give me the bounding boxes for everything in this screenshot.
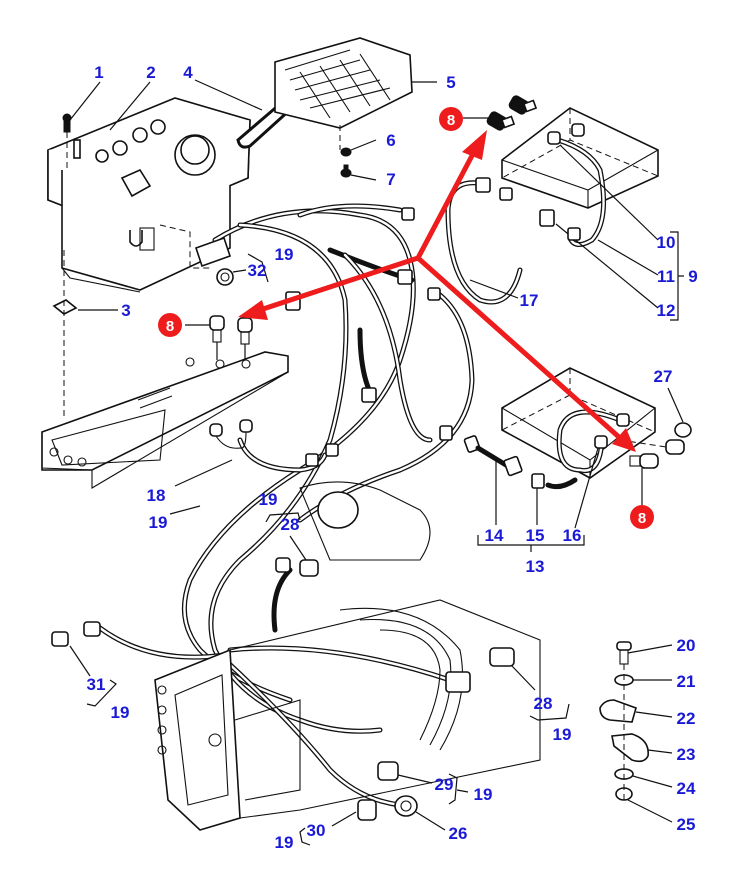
arrow-head-top xyxy=(462,130,487,160)
callout-14[interactable]: 14 xyxy=(485,526,504,545)
callout-2[interactable]: 2 xyxy=(146,63,155,82)
clamp-part-23 xyxy=(611,733,673,763)
callout-9[interactable]: 9 xyxy=(688,267,697,286)
callout-26[interactable]: 26 xyxy=(449,824,468,843)
arrow-stem xyxy=(415,147,478,261)
callout-28-upper[interactable]: 28 xyxy=(281,515,300,534)
callout-16[interactable]: 16 xyxy=(563,526,582,545)
callout-32[interactable]: 32 xyxy=(248,261,267,280)
callout-badge-8-top[interactable]: 8 xyxy=(439,107,463,131)
callout-19-upper[interactable]: 19 xyxy=(275,245,294,264)
arrow-stem xyxy=(415,255,623,441)
clamp-part-22 xyxy=(599,699,673,723)
sensor-part-30 xyxy=(299,799,377,846)
callout-19-28b[interactable]: 19 xyxy=(553,725,572,744)
callout-12[interactable]: 12 xyxy=(657,301,676,320)
callout-25[interactable]: 25 xyxy=(677,815,696,834)
wiring-harness xyxy=(97,177,581,808)
sensor-part-29 xyxy=(377,761,469,805)
callout-17[interactable]: 17 xyxy=(520,291,539,310)
washer-part-6 xyxy=(340,139,377,157)
callout-11[interactable]: 11 xyxy=(657,267,675,286)
callout-28-lower[interactable]: 28 xyxy=(534,694,553,713)
callout-19-29[interactable]: 19 xyxy=(474,785,493,804)
seal-part-26 xyxy=(394,795,446,831)
callout-23[interactable]: 23 xyxy=(677,745,696,764)
arrow-stem xyxy=(257,255,421,313)
callout-29[interactable]: 29 xyxy=(435,775,454,794)
callout-7[interactable]: 7 xyxy=(386,170,395,189)
nut-part-25 xyxy=(615,787,673,823)
callout-19-30[interactable]: 19 xyxy=(275,833,294,852)
console-plate xyxy=(41,351,289,489)
wire-part-18 xyxy=(169,419,253,515)
callout-3[interactable]: 3 xyxy=(121,301,130,320)
control-module-part-5 xyxy=(274,37,437,150)
svg-text:8: 8 xyxy=(166,318,174,335)
connector-part-14 xyxy=(463,435,523,525)
callout-19-28[interactable]: 19 xyxy=(259,490,278,509)
connector-part-15 xyxy=(531,473,545,525)
callout-10[interactable]: 10 xyxy=(657,233,676,252)
bolt-part-20 xyxy=(616,641,673,665)
callout-27[interactable]: 27 xyxy=(654,367,673,386)
callout-21[interactable]: 21 xyxy=(677,672,696,691)
svg-text:8: 8 xyxy=(447,112,455,129)
callout-badge-8-left[interactable]: 8 xyxy=(158,313,182,337)
callout-18[interactable]: 18 xyxy=(147,486,166,505)
callout-badge-8-right[interactable]: 8 xyxy=(630,505,654,529)
arrow-head-left xyxy=(238,300,268,320)
callout-1[interactable]: 1 xyxy=(94,63,103,82)
switch-part-8-bottom xyxy=(619,439,685,508)
callout-6[interactable]: 6 xyxy=(386,131,395,150)
control-panel-part-2 xyxy=(47,97,251,293)
callout-19-mid[interactable]: 19 xyxy=(149,513,168,532)
arrow-head-right xyxy=(612,428,636,452)
callout-labels: 1 2 3 4 5 6 7 9 10 11 12 13 14 15 16 17 … xyxy=(87,63,698,852)
plug-part-31 xyxy=(51,621,117,707)
callout-24[interactable]: 24 xyxy=(677,779,696,798)
switch-box-part-9 xyxy=(501,107,684,321)
callout-15[interactable]: 15 xyxy=(526,526,545,545)
callout-13[interactable]: 13 xyxy=(526,557,545,576)
screw-part-1 xyxy=(62,81,101,170)
sensor-part-28-upper xyxy=(265,512,319,577)
callout-5[interactable]: 5 xyxy=(446,73,455,92)
callout-4[interactable]: 4 xyxy=(183,63,193,82)
callout-30[interactable]: 30 xyxy=(307,821,326,840)
highlight-arrows xyxy=(238,130,636,452)
grommet-part-32 xyxy=(194,236,269,286)
callout-31[interactable]: 31 xyxy=(87,675,106,694)
callout-20[interactable]: 20 xyxy=(677,636,696,655)
callout-22[interactable]: 22 xyxy=(677,709,696,728)
cap-part-27 xyxy=(667,387,692,438)
switch-part-8-top xyxy=(463,95,538,131)
switch-part-8-left xyxy=(185,315,253,360)
bolt-part-7 xyxy=(340,164,377,181)
clip-part-3 xyxy=(52,250,118,420)
callout-19-31[interactable]: 19 xyxy=(111,703,130,722)
svg-text:8: 8 xyxy=(638,510,646,527)
sensor-part-28-lower xyxy=(445,647,570,721)
transmission-housing xyxy=(154,481,541,831)
